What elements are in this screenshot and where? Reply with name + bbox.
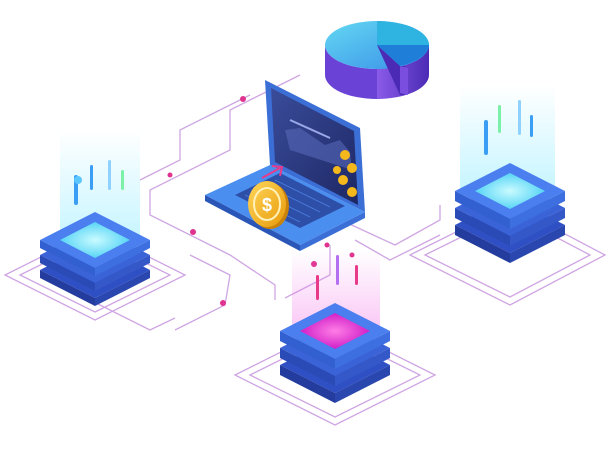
server-stack-icon-left (40, 130, 150, 306)
server-stack-icon-right (455, 85, 565, 263)
pie-chart-icon (325, 21, 429, 99)
coin-symbol: $ (262, 195, 272, 215)
coin-icon: $ (248, 165, 289, 229)
server-stack-icon-bottom (280, 250, 390, 403)
